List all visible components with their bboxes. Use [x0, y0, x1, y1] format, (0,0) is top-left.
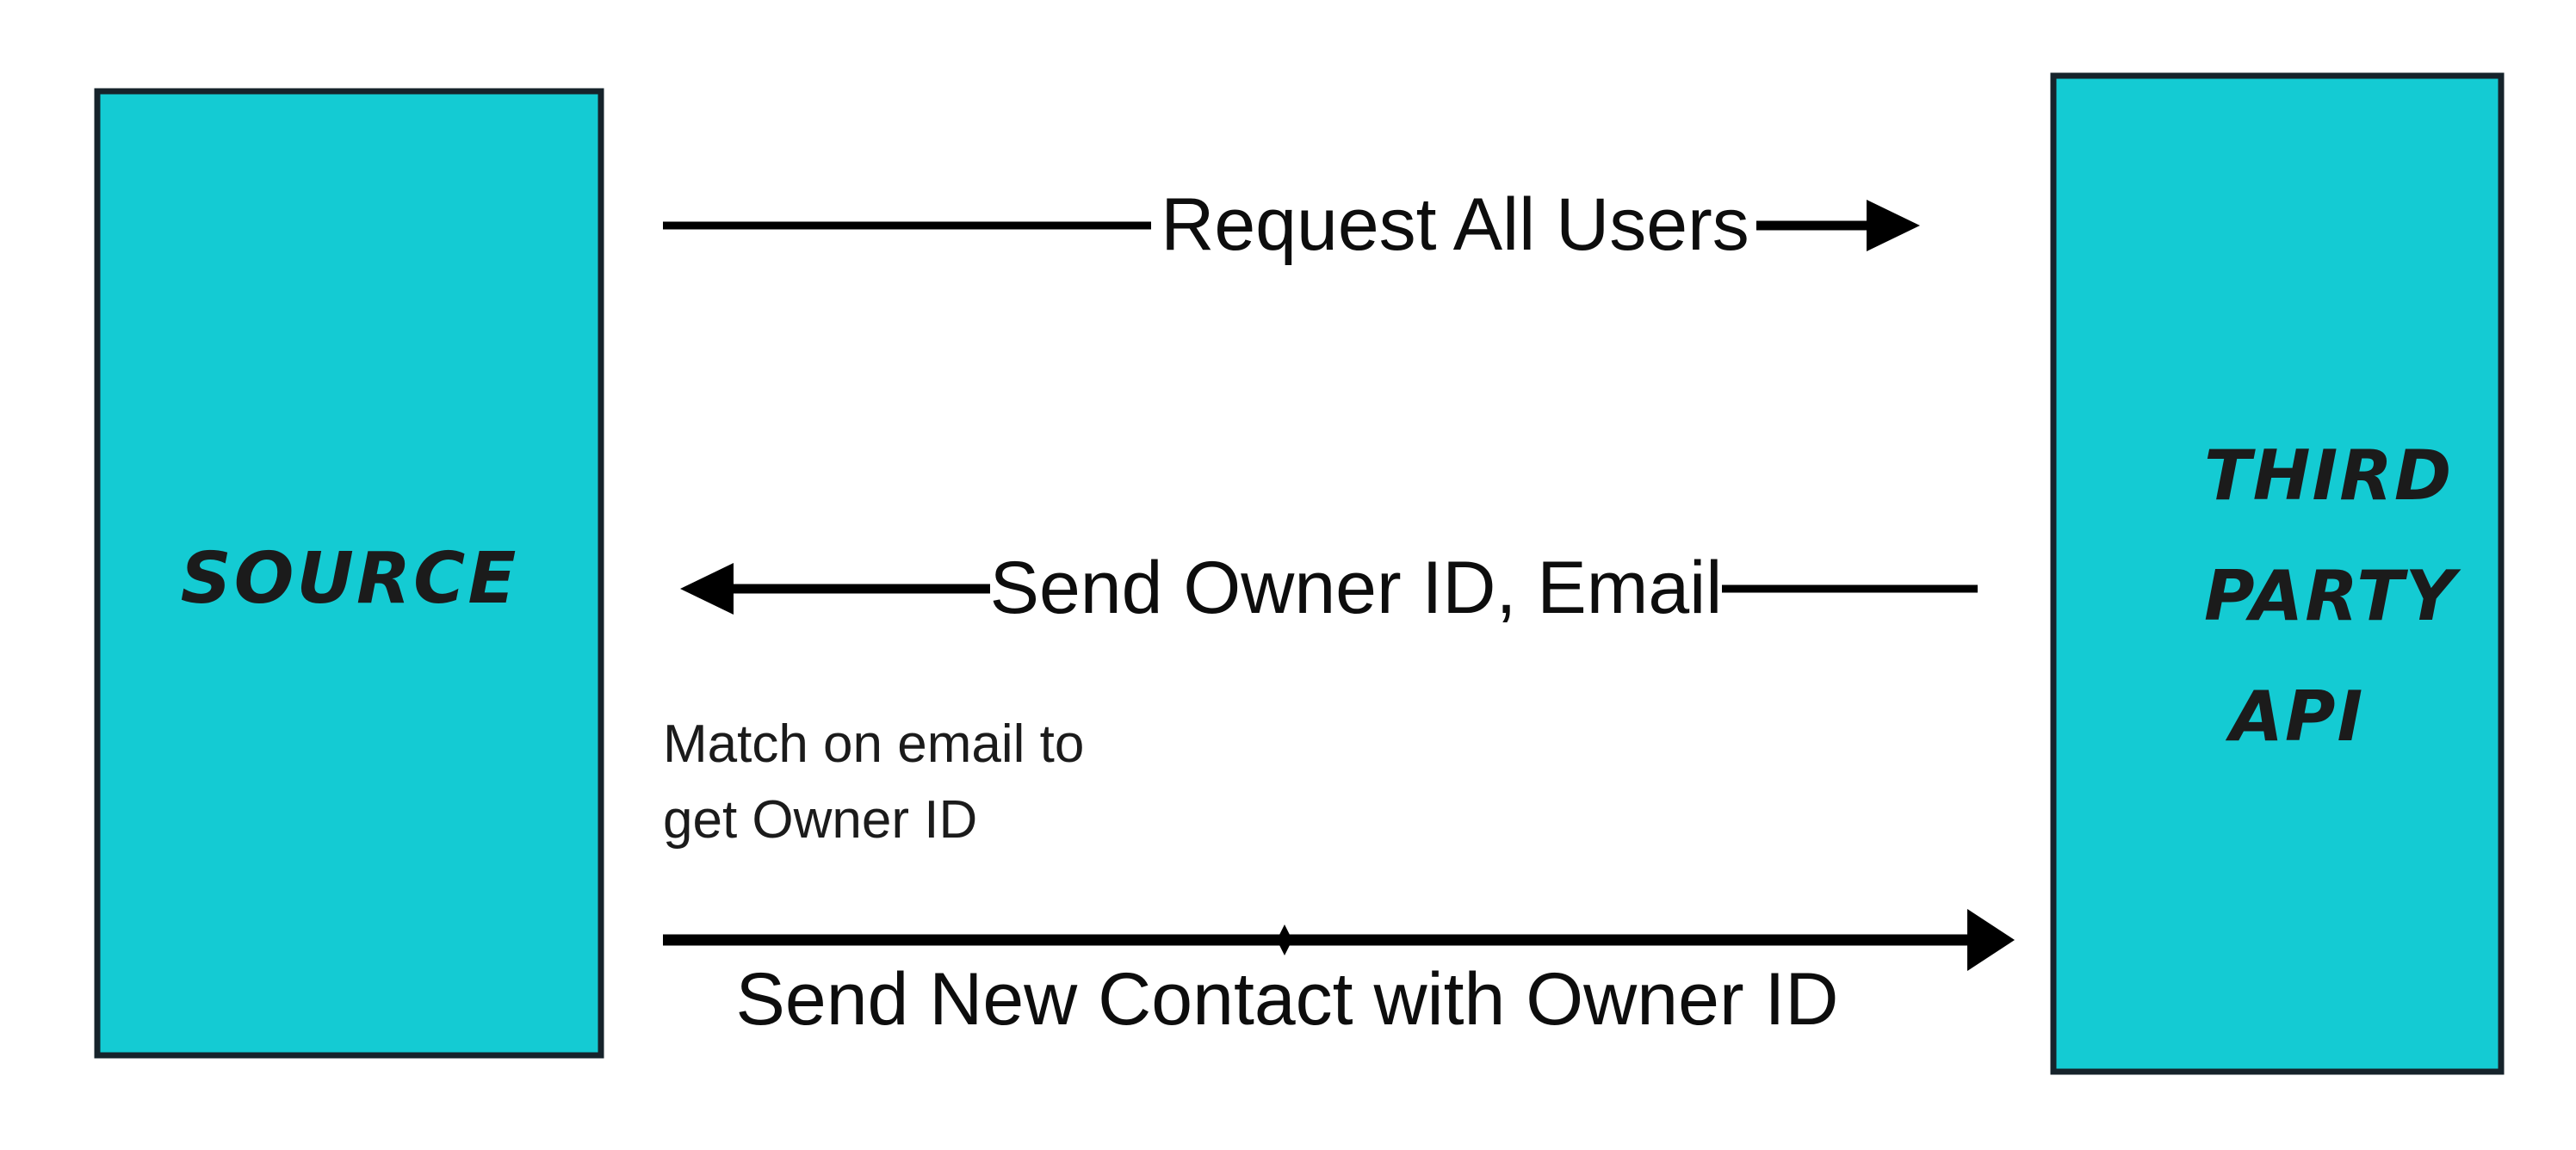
- node-third-party-api-label-line-2: PARTY: [2204, 556, 2461, 636]
- node-source-label: SOURCE: [181, 538, 519, 620]
- edge-send-new-contact-label: Send New Contact with Owner ID: [736, 958, 1839, 1041]
- edge-request-all-users[interactable]: Request All Users: [663, 183, 1920, 266]
- node-source[interactable]: SOURCE: [94, 88, 604, 1059]
- edge-send-owner-id-email-label: Send Owner ID, Email: [990, 547, 1723, 629]
- node-third-party-api[interactable]: THIRD PARTY API: [2050, 72, 2505, 1075]
- node-third-party-api-label-line-3: API: [2225, 677, 2364, 757]
- edge-send-new-contact-midpoint-marker: [1277, 924, 1292, 955]
- edge-send-owner-id-email-arrowhead: [680, 563, 734, 615]
- note-match-on-email: Match on email to get Owner ID: [663, 714, 1084, 850]
- edge-request-all-users-arrowhead: [1867, 200, 1920, 251]
- node-third-party-api-label-line-1: THIRD: [2204, 436, 2453, 516]
- edge-send-owner-id-email[interactable]: Send Owner ID, Email: [680, 547, 1978, 629]
- note-match-on-email-line-1: Match on email to: [663, 714, 1084, 774]
- note-match-on-email-line-2: get Owner ID: [663, 790, 977, 850]
- node-third-party-api-box: [2050, 72, 2505, 1075]
- node-source-box: [94, 88, 604, 1059]
- edge-send-new-contact[interactable]: Send New Contact with Owner ID: [663, 909, 2015, 1041]
- edge-send-new-contact-arrowhead: [1967, 909, 2015, 971]
- edge-request-all-users-label: Request All Users: [1161, 183, 1749, 266]
